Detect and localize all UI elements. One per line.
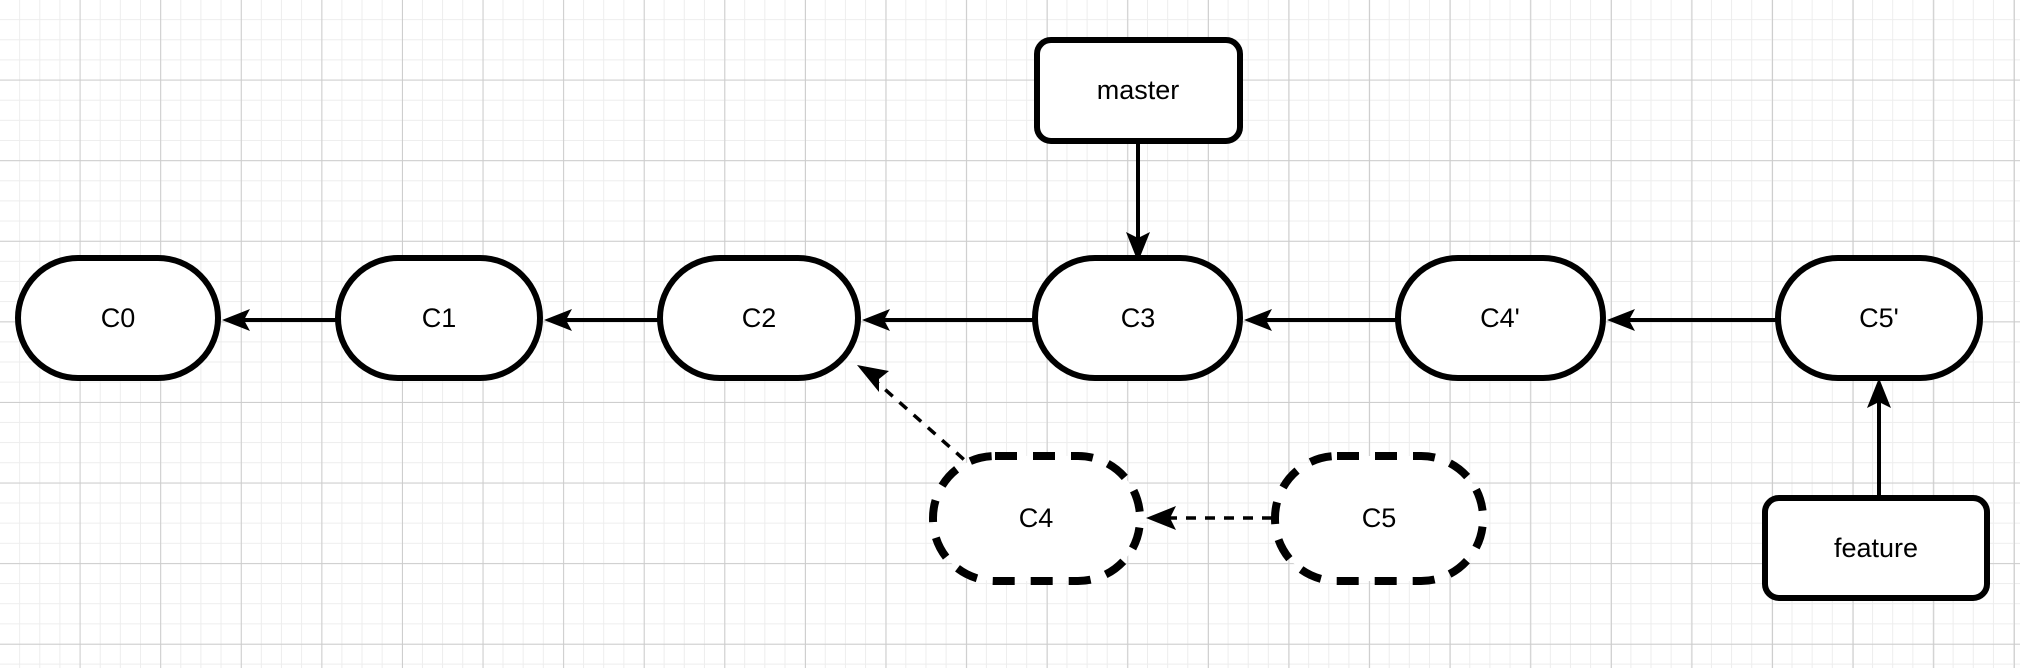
commit-node-c3[interactable]: C3 [1032,255,1243,381]
commit-label-c0: C0 [101,303,136,333]
commit-label-c5: C5 [1362,503,1397,533]
commit-node-c5-orphaned[interactable]: C5 [1271,452,1487,585]
edge-c3-to-c2 [862,309,1035,331]
commit-node-c4-orphaned[interactable]: C4 [929,452,1144,585]
commit-node-c4-prime[interactable]: C4' [1395,255,1606,381]
branch-labels-layer: master feature [1034,37,1990,601]
branch-connectors-layer [1126,141,1891,498]
commit-node-c2[interactable]: C2 [657,255,861,381]
commit-node-c0[interactable]: C0 [15,255,221,381]
connector-feature-to-c5prime [1867,378,1891,498]
commit-label-c2: C2 [742,303,777,333]
branch-label-feature-text: feature [1834,533,1918,563]
branch-label-master[interactable]: master [1034,37,1243,144]
commit-label-c4-prime: C4' [1480,303,1520,333]
commit-node-c5-prime[interactable]: C5' [1775,255,1983,381]
commit-label-c4: C4 [1019,503,1054,533]
edges-layer [222,309,1778,530]
edge-c4prime-to-c3 [1244,309,1398,331]
commit-label-c5-prime: C5' [1859,303,1899,333]
commit-node-c1[interactable]: C1 [335,255,543,381]
edge-c5prime-to-c4prime [1607,309,1778,331]
edge-c4-to-c2-dashed [857,365,980,474]
commit-nodes-layer: C0 C1 C2 C3 C4' C5' [15,255,1983,585]
branch-label-feature[interactable]: feature [1762,495,1990,601]
edge-c5-to-c4-dashed [1146,506,1272,530]
edge-c2-to-c1 [544,309,660,331]
connector-master-to-c3 [1126,141,1150,262]
edge-c1-to-c0 [222,309,338,331]
commit-label-c1: C1 [422,303,457,333]
branch-label-master-text: master [1097,75,1180,105]
commit-label-c3: C3 [1121,303,1156,333]
